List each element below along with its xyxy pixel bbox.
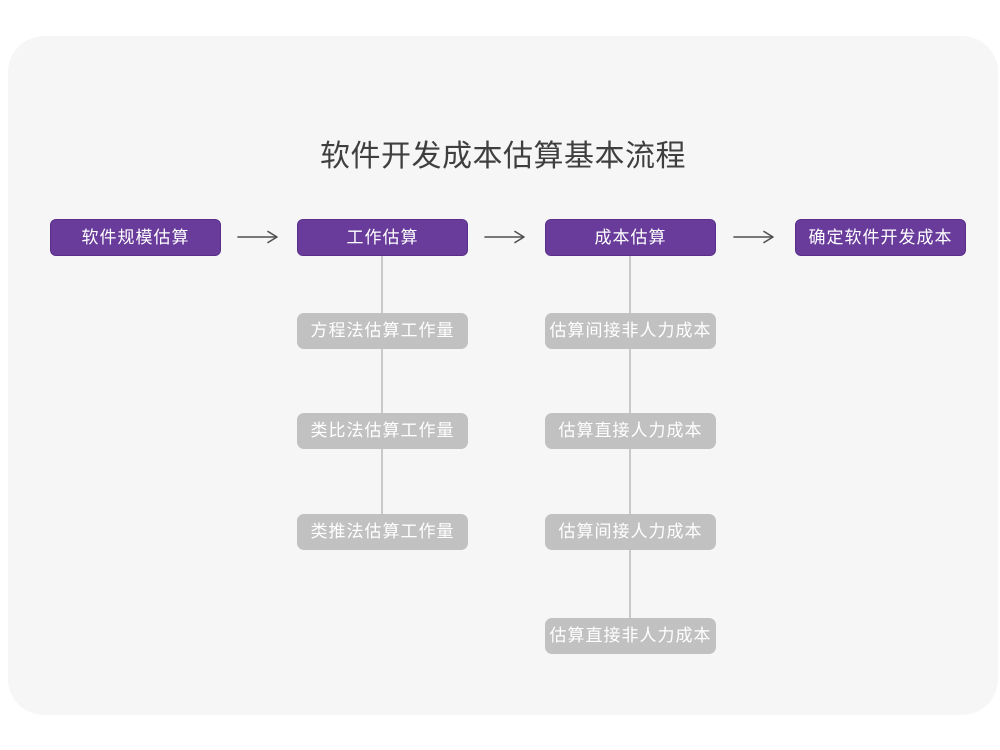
node-indirect-non-labor-cost: 估算间接非人力成本 <box>545 313 716 349</box>
connector-line-work-column <box>381 256 383 526</box>
right-arrow-icon <box>237 230 278 244</box>
node-direct-non-labor-cost: 估算直接非人力成本 <box>545 618 716 654</box>
node-indirect-labor-cost: 估算间接人力成本 <box>545 514 716 550</box>
node-direct-labor-cost: 估算直接人力成本 <box>545 413 716 449</box>
stage-effort-estimation: 工作估算 <box>297 219 468 256</box>
node-equation-method-effort: 方程法估算工作量 <box>297 313 468 349</box>
right-arrow-icon <box>484 230 525 244</box>
node-extrapolation-method-effort: 类推法估算工作量 <box>297 514 468 550</box>
right-arrow-icon <box>733 230 774 244</box>
stage-determine-software-dev-cost: 确定软件开发成本 <box>795 219 966 256</box>
node-analogy-method-effort: 类比法估算工作量 <box>297 413 468 449</box>
flowchart-card: 软件开发成本估算基本流程 软件规模估算 工作估算 成本估算 确定软件开发成本 方… <box>8 36 998 715</box>
stage-cost-estimation: 成本估算 <box>545 219 716 256</box>
diagram-title: 软件开发成本估算基本流程 <box>320 140 686 173</box>
stage-software-size-estimation: 软件规模估算 <box>50 219 221 256</box>
